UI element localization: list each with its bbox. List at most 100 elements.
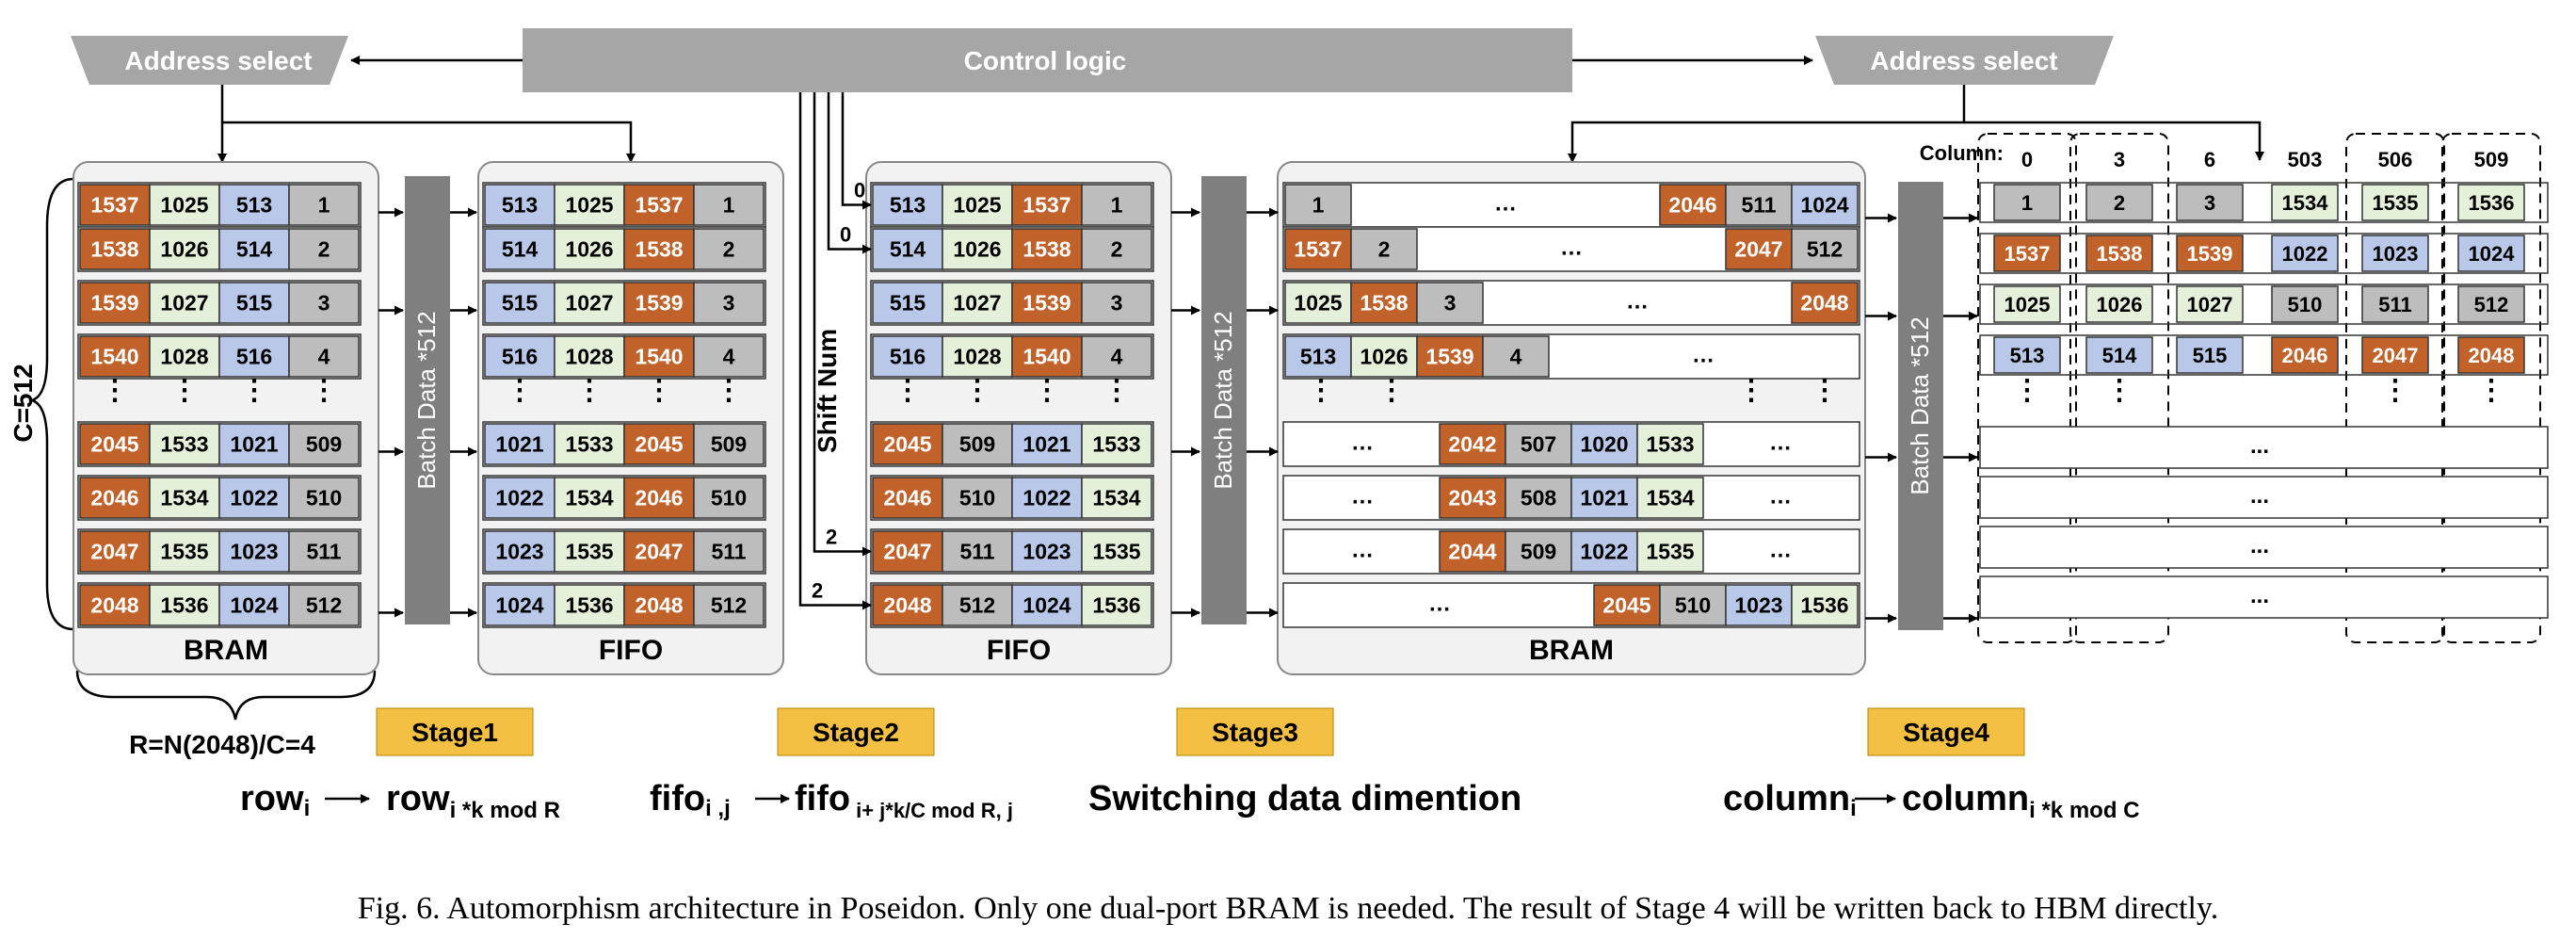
c-equals-label: C=512 — [8, 364, 38, 442]
cell-label: 1536 — [1800, 593, 1848, 618]
cell-box — [1011, 184, 1083, 226]
output-blank-row — [1979, 426, 2549, 469]
output-cell-label: 2046 — [2282, 344, 2328, 367]
stage4-badge — [1867, 707, 2025, 756]
vertical-ellipsis: ⋮ — [1811, 375, 1839, 406]
cell-label: 1025 — [160, 193, 208, 218]
shift-num-label: Shift Num — [813, 329, 842, 453]
vertical-ellipsis: ⋮ — [1307, 375, 1335, 406]
vertical-ellipsis: ⋮ — [1103, 375, 1131, 406]
cell-label: 1024 — [1022, 593, 1071, 618]
cell-label: 511 — [959, 540, 994, 564]
cell-label: 513 — [890, 193, 926, 218]
cell-box — [1505, 477, 1572, 519]
svg-text:rowi *k mod R: rowi *k mod R — [386, 779, 560, 823]
cell-label: 1539 — [90, 291, 138, 316]
cell-box — [623, 282, 695, 324]
cell-box — [79, 335, 151, 378]
vertical-ellipsis: ⋮ — [170, 375, 199, 406]
cell-label: 1022 — [1022, 486, 1071, 511]
output-cell-box — [2085, 336, 2153, 374]
arrows-batch2-to-bram2 — [1247, 207, 1279, 618]
cell-label: 512 — [711, 593, 747, 618]
cell-box — [1350, 335, 1418, 378]
cell-label: 514 — [502, 237, 539, 262]
cell-box — [218, 530, 290, 573]
cell-box — [1011, 228, 1083, 270]
cell-label: 2045 — [1602, 593, 1650, 618]
cell-label: 3 — [318, 291, 330, 316]
cell-box — [623, 184, 695, 226]
shift-value-3: 2 — [826, 526, 837, 549]
cell-label: 1026 — [160, 237, 208, 262]
formula-stage1: rowi rowi *k mod R — [240, 779, 560, 823]
output-cell-label: 1537 — [2004, 242, 2051, 266]
output-cell-label: 513 — [2010, 344, 2045, 367]
cell-label: 1028 — [953, 345, 1001, 369]
cell-label: 1022 — [1580, 540, 1628, 564]
column-dashed-frame — [2441, 133, 2541, 643]
output-cell-box — [2085, 184, 2153, 221]
cell-label: 513 — [1300, 345, 1336, 369]
stage2-label: Stage2 — [813, 718, 899, 747]
cell-label: 1023 — [1734, 593, 1782, 618]
column-dashed-frame — [2345, 133, 2445, 643]
output-blank-row — [1979, 476, 2549, 519]
cell-label: 2047 — [635, 540, 683, 564]
cell-label: 509 — [959, 432, 995, 457]
cell-label: 2046 — [883, 486, 931, 511]
formula2-b: fifo — [795, 779, 850, 818]
stage3-badge — [1176, 707, 1334, 756]
column-header: 503 — [2288, 148, 2323, 171]
output-cell-label: 1026 — [2097, 293, 2143, 316]
cell-box — [1081, 530, 1152, 573]
output-cell-label: 515 — [2193, 344, 2228, 367]
cell-label: 1535 — [1646, 540, 1694, 564]
cell-label: 1539 — [1022, 291, 1071, 316]
output-blank-ellipsis: ... — [2250, 433, 2269, 459]
vertical-ellipsis: ⋮ — [506, 375, 534, 406]
column-prefix-label: Column: — [1920, 141, 2004, 165]
cell-box — [693, 184, 765, 226]
cell-box — [1081, 228, 1152, 270]
cell-box — [288, 335, 360, 378]
cell-label: 510 — [959, 486, 995, 511]
cell-box — [288, 584, 360, 626]
vertical-ellipsis: ⋮ — [2105, 375, 2133, 406]
panel-2-title: FIFO — [599, 635, 663, 666]
stage1-label: Stage1 — [411, 718, 498, 747]
column-header: 3 — [2114, 148, 2125, 171]
panel-bram2-title: BRAM — [1529, 635, 1614, 666]
cell-box — [1482, 335, 1550, 378]
cell-label: 1535 — [1092, 540, 1140, 564]
cell-label: 510 — [1675, 593, 1711, 618]
cell-label: 2048 — [1800, 291, 1848, 316]
cell-box — [623, 530, 695, 573]
cell-box — [1011, 335, 1083, 378]
cell-box — [1081, 282, 1152, 324]
formula2-a-sub: i ,j — [705, 796, 731, 821]
cell-label: 3 — [1111, 291, 1123, 316]
output-row-frame — [1979, 233, 2549, 274]
output-blank-ellipsis: ... — [2250, 583, 2269, 608]
cell-box — [484, 184, 555, 226]
cell-label: 2 — [1378, 237, 1391, 262]
ellipsis: … — [1560, 235, 1583, 261]
formula2-a: fifo — [650, 779, 705, 818]
cell-label: 1535 — [565, 540, 613, 564]
cell-label: 4 — [318, 345, 330, 369]
cell-label: 509 — [711, 432, 747, 457]
panel-1-title: BRAM — [184, 635, 268, 666]
cell-label: 511 — [1741, 193, 1776, 218]
cell-box — [942, 184, 1013, 226]
cell-box — [149, 335, 220, 378]
